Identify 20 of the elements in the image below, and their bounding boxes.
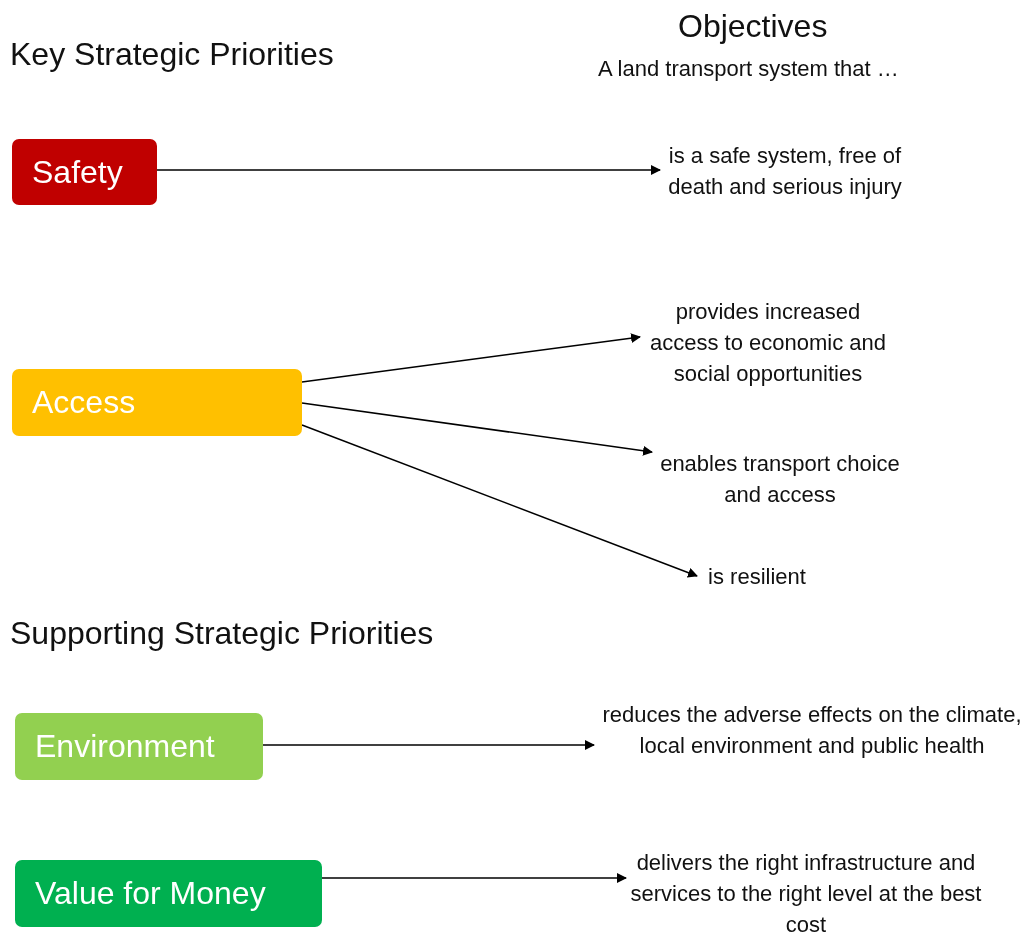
objective-text: provides increased access to economic and social opportunities <box>640 296 896 389</box>
arrow <box>262 740 595 750</box>
arrow <box>301 333 641 383</box>
objective-text: delivers the right infrastructure and services to the right level at the best cost <box>626 847 986 938</box>
arrow <box>321 873 627 883</box>
priority-box: Value for Money <box>15 860 322 927</box>
priority-box: Safety <box>12 139 157 205</box>
objective-text: enables transport choice and access <box>652 448 908 510</box>
priority-box: Access <box>12 369 302 436</box>
arrow <box>301 402 653 456</box>
arrow <box>156 165 661 175</box>
column-heading: Objectives <box>678 8 828 45</box>
objective-text: is a safe system, free of death and serious injury <box>660 140 910 202</box>
section-heading: Supporting Strategic Priorities <box>10 615 434 652</box>
priority-box: Environment <box>15 713 263 780</box>
section-heading: Key Strategic Priorities <box>10 36 334 73</box>
objective-text: reduces the adverse effects on the climate, local environment and public health <box>594 699 1030 761</box>
subtitle: A land transport system that … <box>598 56 899 82</box>
objective-text: is resilient <box>697 561 817 592</box>
arrow <box>301 424 698 578</box>
